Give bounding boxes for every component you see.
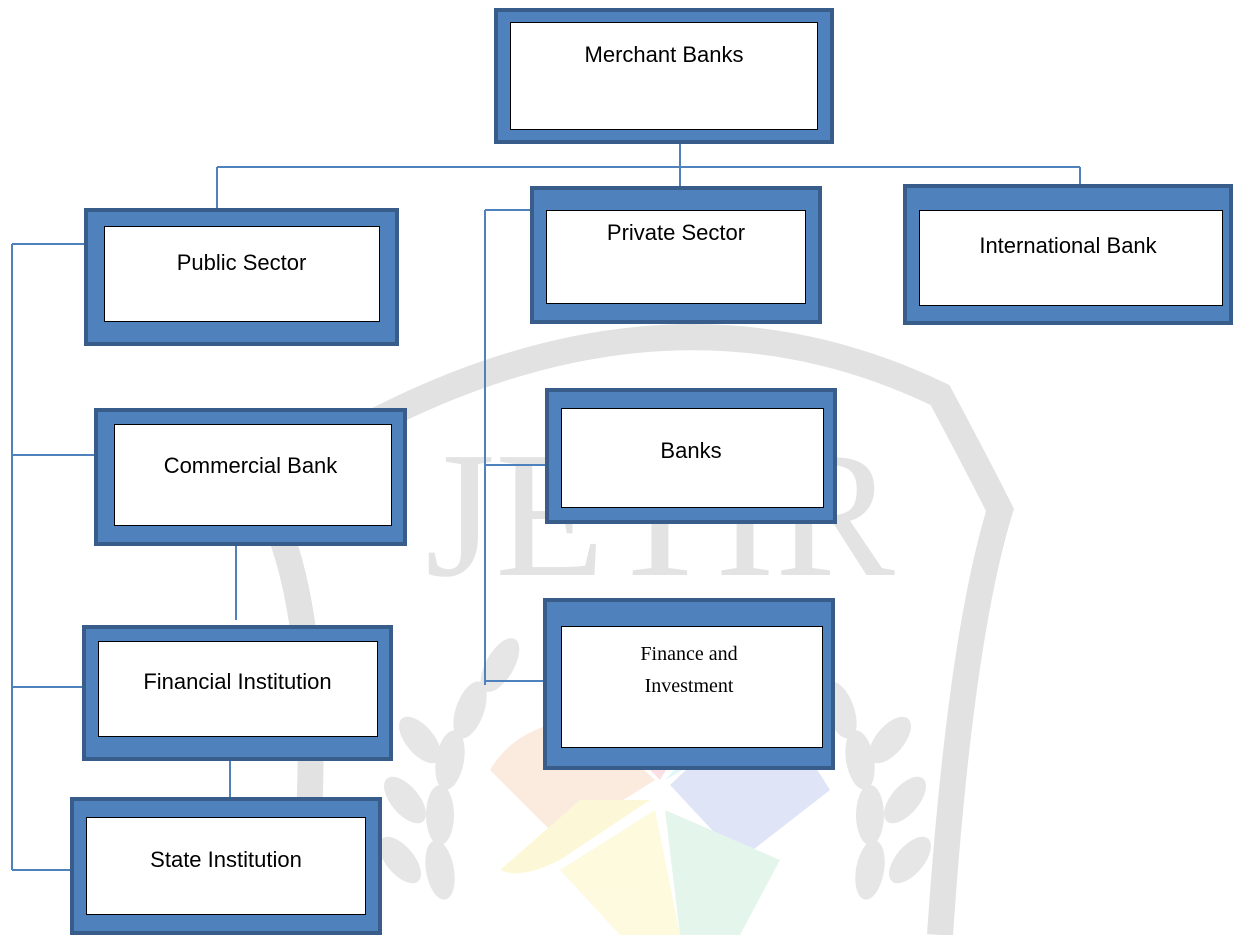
- watermark-laurel-left: [379, 638, 520, 900]
- private-sector-label: Private Sector: [606, 220, 746, 245]
- financial-institution-inner: [98, 641, 378, 737]
- merchant-banks-box: Merchant Banks: [494, 8, 834, 144]
- commercial-bank-label: Commercial Bank: [163, 453, 338, 478]
- merchant-banks-inner: [510, 22, 818, 130]
- international-bank-label: International Bank: [979, 233, 1157, 258]
- banks-label: Banks: [660, 438, 722, 463]
- finance-investment-label-line1: Finance and: [640, 643, 738, 665]
- state-institution-label: State Institution: [150, 847, 302, 872]
- finance-investment-inner: [561, 626, 823, 748]
- financial-institution-box: Financial Institution: [82, 625, 393, 761]
- finance-investment-box: Finance and Investment: [543, 598, 835, 770]
- private-sector-box: Private Sector: [530, 186, 822, 324]
- international-bank-box: International Bank: [903, 184, 1233, 325]
- finance-investment-label-line2: Investment: [644, 675, 734, 697]
- merchant-banks-label: Merchant Banks: [584, 42, 744, 67]
- public-sector-box: Public Sector: [84, 208, 399, 346]
- state-institution-box: State Institution: [70, 797, 382, 935]
- private-sector-inner: [546, 210, 806, 304]
- public-sector-label: Public Sector: [176, 250, 307, 275]
- banks-inner: [561, 408, 824, 508]
- financial-institution-label: Financial Institution: [143, 669, 332, 694]
- commercial-bank-inner: [114, 424, 392, 526]
- banks-box: Banks: [545, 388, 837, 524]
- watermark-shield-outline: [333, 324, 1014, 935]
- public-sector-inner: [104, 226, 380, 322]
- state-institution-inner: [86, 817, 366, 915]
- commercial-bank-box: Commercial Bank: [94, 408, 407, 546]
- international-bank-inner: [919, 210, 1223, 306]
